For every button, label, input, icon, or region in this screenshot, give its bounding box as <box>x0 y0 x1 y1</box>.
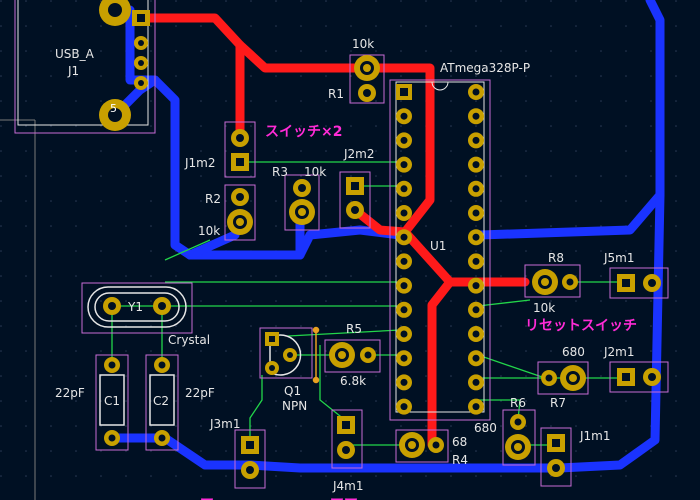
y1-value: Crystal <box>168 333 210 347</box>
j2m1-ref: J2m1 <box>603 345 635 359</box>
usb-value: USB_A <box>55 47 95 61</box>
c1-value: 22pF <box>55 386 85 400</box>
usb-pin-label: 5 <box>110 102 117 115</box>
capacitor-c2[interactable]: C2 22pF <box>145 354 215 451</box>
mcu-pad-hole <box>400 112 408 120</box>
j1m2-ref: J1m2 <box>184 156 216 170</box>
c2-ref: C2 <box>153 394 169 408</box>
c2-value: 22pF <box>185 386 215 400</box>
resistor-r6[interactable]: R6 680 <box>474 396 536 466</box>
mcu-pad-hole <box>400 185 408 193</box>
r2-value: 10k <box>198 224 220 238</box>
mcu-value: ATmega328P-P <box>440 61 530 75</box>
mcu-pins <box>396 84 484 415</box>
mcu-pad-hole <box>472 257 480 265</box>
mcu-pad-hole <box>472 161 480 169</box>
connector-j2m2[interactable]: J2m2 <box>339 147 375 229</box>
r4-ref: R4 <box>452 453 468 467</box>
resistor-r5[interactable]: R5 6.8k <box>324 322 381 388</box>
connector-j4m1[interactable]: J4m1 <box>331 409 364 493</box>
y1-ref: Y1 <box>127 300 143 314</box>
mcu-pad-hole <box>472 403 480 411</box>
r7-ref: R7 <box>550 396 566 410</box>
connector-j2m1[interactable]: J2m1 <box>603 345 669 393</box>
connector-j3m1[interactable]: J3m1 <box>209 417 266 489</box>
j1m1-ref: J1m1 <box>579 429 611 443</box>
mcu-pad-hole <box>400 209 408 217</box>
r6-ref: R6 <box>510 396 526 410</box>
mcu-pad-hole <box>400 403 408 411</box>
r3-ref: R3 <box>272 165 288 179</box>
mcu-pad-hole <box>472 306 480 314</box>
r3-value: 10k <box>304 165 326 179</box>
mcu-pad-hole <box>472 354 480 362</box>
r7-value: 680 <box>562 345 585 359</box>
mcu-pad-hole <box>400 136 408 144</box>
mcu-pad-hole <box>472 233 480 241</box>
resistor-r3[interactable]: R3 10k <box>272 165 326 231</box>
mcu-pad-hole <box>472 282 480 290</box>
mcu-pad-hole <box>400 161 408 169</box>
clipped-note-center: ーー <box>330 493 358 500</box>
usb-ref: J1 <box>67 64 79 78</box>
reset-switch-note: リセットスイッチ <box>525 318 637 334</box>
q1-links <box>312 326 320 384</box>
back-copper-traces <box>107 0 665 473</box>
capacitor-c1[interactable]: C1 22pF <box>55 354 129 451</box>
resistor-r1[interactable]: 10k R1 <box>328 37 385 104</box>
resistor-r4[interactable]: 68 R4 <box>395 429 468 467</box>
mcu-pad-hole <box>472 330 480 338</box>
mcu-pad-hole <box>472 112 480 120</box>
resistor-r2[interactable]: R2 10k <box>198 184 256 241</box>
mcu-pad-hole <box>472 136 480 144</box>
mcu-pad-hole <box>472 88 480 96</box>
j5m1-ref: J5m1 <box>603 251 635 265</box>
r2-ref: R2 <box>205 192 221 206</box>
mcu-pad-hole <box>400 306 408 314</box>
r8-ref: R8 <box>548 251 564 265</box>
r6-value: 680 <box>474 421 497 435</box>
c1-ref: C1 <box>104 394 120 408</box>
mcu-pad-hole <box>400 378 408 386</box>
resistor-r8[interactable]: R8 10k <box>524 251 581 315</box>
r8-value: 10k <box>533 301 555 315</box>
mcu-pad-hole <box>400 233 408 241</box>
usb-connector-j1[interactable]: USB_A J1 5 <box>14 0 156 134</box>
connector-j1m1[interactable]: J1m1 <box>540 427 611 487</box>
resistor-r7[interactable]: 680 R7 <box>537 345 589 410</box>
q1-value: NPN <box>282 399 307 413</box>
mcu-pad-hole <box>400 282 408 290</box>
r1-ref: R1 <box>328 87 344 101</box>
r4-value: 68 <box>452 435 467 449</box>
j4m1-ref: J4m1 <box>332 479 364 493</box>
connector-j1m2[interactable]: J1m2 <box>184 121 256 178</box>
crystal-y1[interactable]: Y1 Crystal <box>81 282 210 347</box>
r1-value: 10k <box>352 37 374 51</box>
mcu-pad-hole <box>472 209 480 217</box>
mcu-pad-hole <box>472 378 480 386</box>
j2m2-ref: J2m2 <box>343 147 375 161</box>
r5-value: 6.8k <box>340 374 366 388</box>
mcu-pad-hole <box>472 185 480 193</box>
connector-j5m1[interactable]: J5m1 <box>603 251 669 299</box>
mcu-pad-hole <box>400 354 408 362</box>
mcu-u1[interactable]: ATmega328P-P U1 <box>389 61 530 421</box>
j3m1-ref: J3m1 <box>209 417 241 431</box>
mcu-ref: U1 <box>430 239 446 253</box>
r5-ref: R5 <box>346 322 362 336</box>
transistor-q1[interactable]: Q1 NPN <box>259 327 313 413</box>
q1-ref: Q1 <box>284 384 301 398</box>
switch-x2-note: スイッチ×2 <box>265 124 342 140</box>
clipped-note-left: ー <box>200 493 214 500</box>
mcu-pad-hole <box>400 257 408 265</box>
mcu-pad-hole <box>400 330 408 338</box>
